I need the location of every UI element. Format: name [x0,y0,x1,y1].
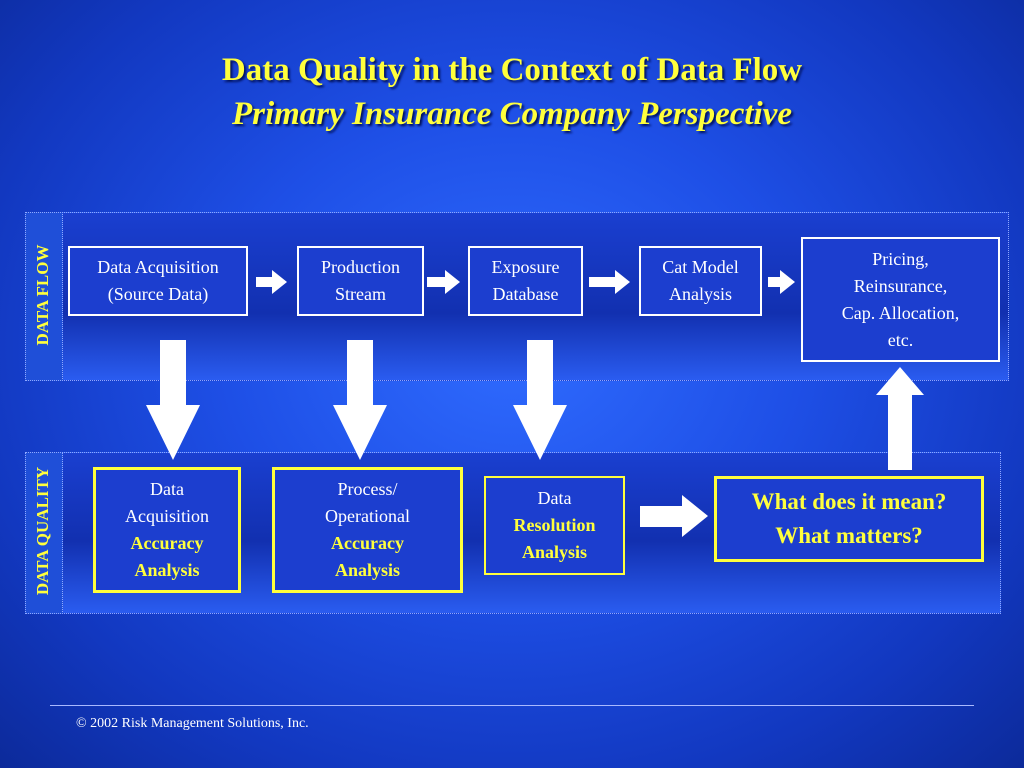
title-block: Data Quality in the Context of Data Flow… [0,48,1024,136]
box-text: Process/ [337,479,398,499]
flow-box-cat-model-analysis: Cat Model Analysis [639,246,762,316]
box-text: Data [150,479,184,499]
right-arrow-icon [256,270,287,294]
box-text: Exposure [491,257,560,277]
box-text: Operational [325,506,410,526]
right-arrow-icon [768,270,795,294]
box-text-highlight: Accuracy [130,533,204,553]
down-arrow-icon [513,340,567,460]
right-arrow-icon [640,495,708,537]
box-text: Data Acquisition [97,257,219,277]
box-text: Cat Model [662,257,739,277]
dq-box-acquisition-accuracy: Data Acquisition Accuracy Analysis [93,467,241,593]
flow-box-production-stream: Production Stream [297,246,424,316]
right-arrow-icon [427,270,460,294]
box-text-highlight: Analysis [521,542,588,562]
box-text: (Source Data) [107,284,209,304]
box-text: Analysis [669,284,732,304]
data-quality-label-box [25,452,63,614]
box-text-highlight: Resolution [513,515,596,535]
box-text: etc. [887,329,914,350]
box-text-highlight: Analysis [334,560,401,580]
box-text: Cap. Allocation, [841,302,960,323]
box-text: Data [537,488,572,508]
copyright-footer: © 2002 Risk Management Solutions, Inc. [76,716,309,731]
box-text-highlight: Analysis [134,560,200,580]
dq-box-what-matters: What does it mean? What matters? [714,476,984,562]
right-arrow-icon [589,270,630,294]
down-arrow-icon [146,340,200,460]
box-text: Acquisition [125,506,209,526]
box-text-highlight: What matters? [775,523,923,548]
flow-box-data-acquisition: Data Acquisition (Source Data) [68,246,248,316]
box-text: Database [492,284,559,304]
dq-box-process-accuracy: Process/ Operational Accuracy Analysis [272,467,463,593]
box-text-highlight: Accuracy [331,533,404,553]
box-text-highlight: What does it mean? [751,489,947,514]
flow-box-exposure-database: Exposure Database [468,246,583,316]
box-text: Pricing, [872,248,929,269]
down-arrow-icon [333,340,387,460]
flow-box-pricing: Pricing, Reinsurance, Cap. Allocation, e… [801,237,1000,362]
dq-box-resolution-analysis: Data Resolution Analysis [484,476,625,575]
up-arrow-icon [876,367,924,470]
slide-title: Data Quality in the Context of Data Flow [221,52,803,88]
slide-subtitle: Primary Insurance Company Perspective [231,96,793,132]
footer-divider [50,705,974,706]
box-text: Reinsurance, [853,275,948,296]
data-flow-label-box [25,212,63,381]
box-text: Production [321,257,400,277]
box-text: Stream [335,284,386,304]
